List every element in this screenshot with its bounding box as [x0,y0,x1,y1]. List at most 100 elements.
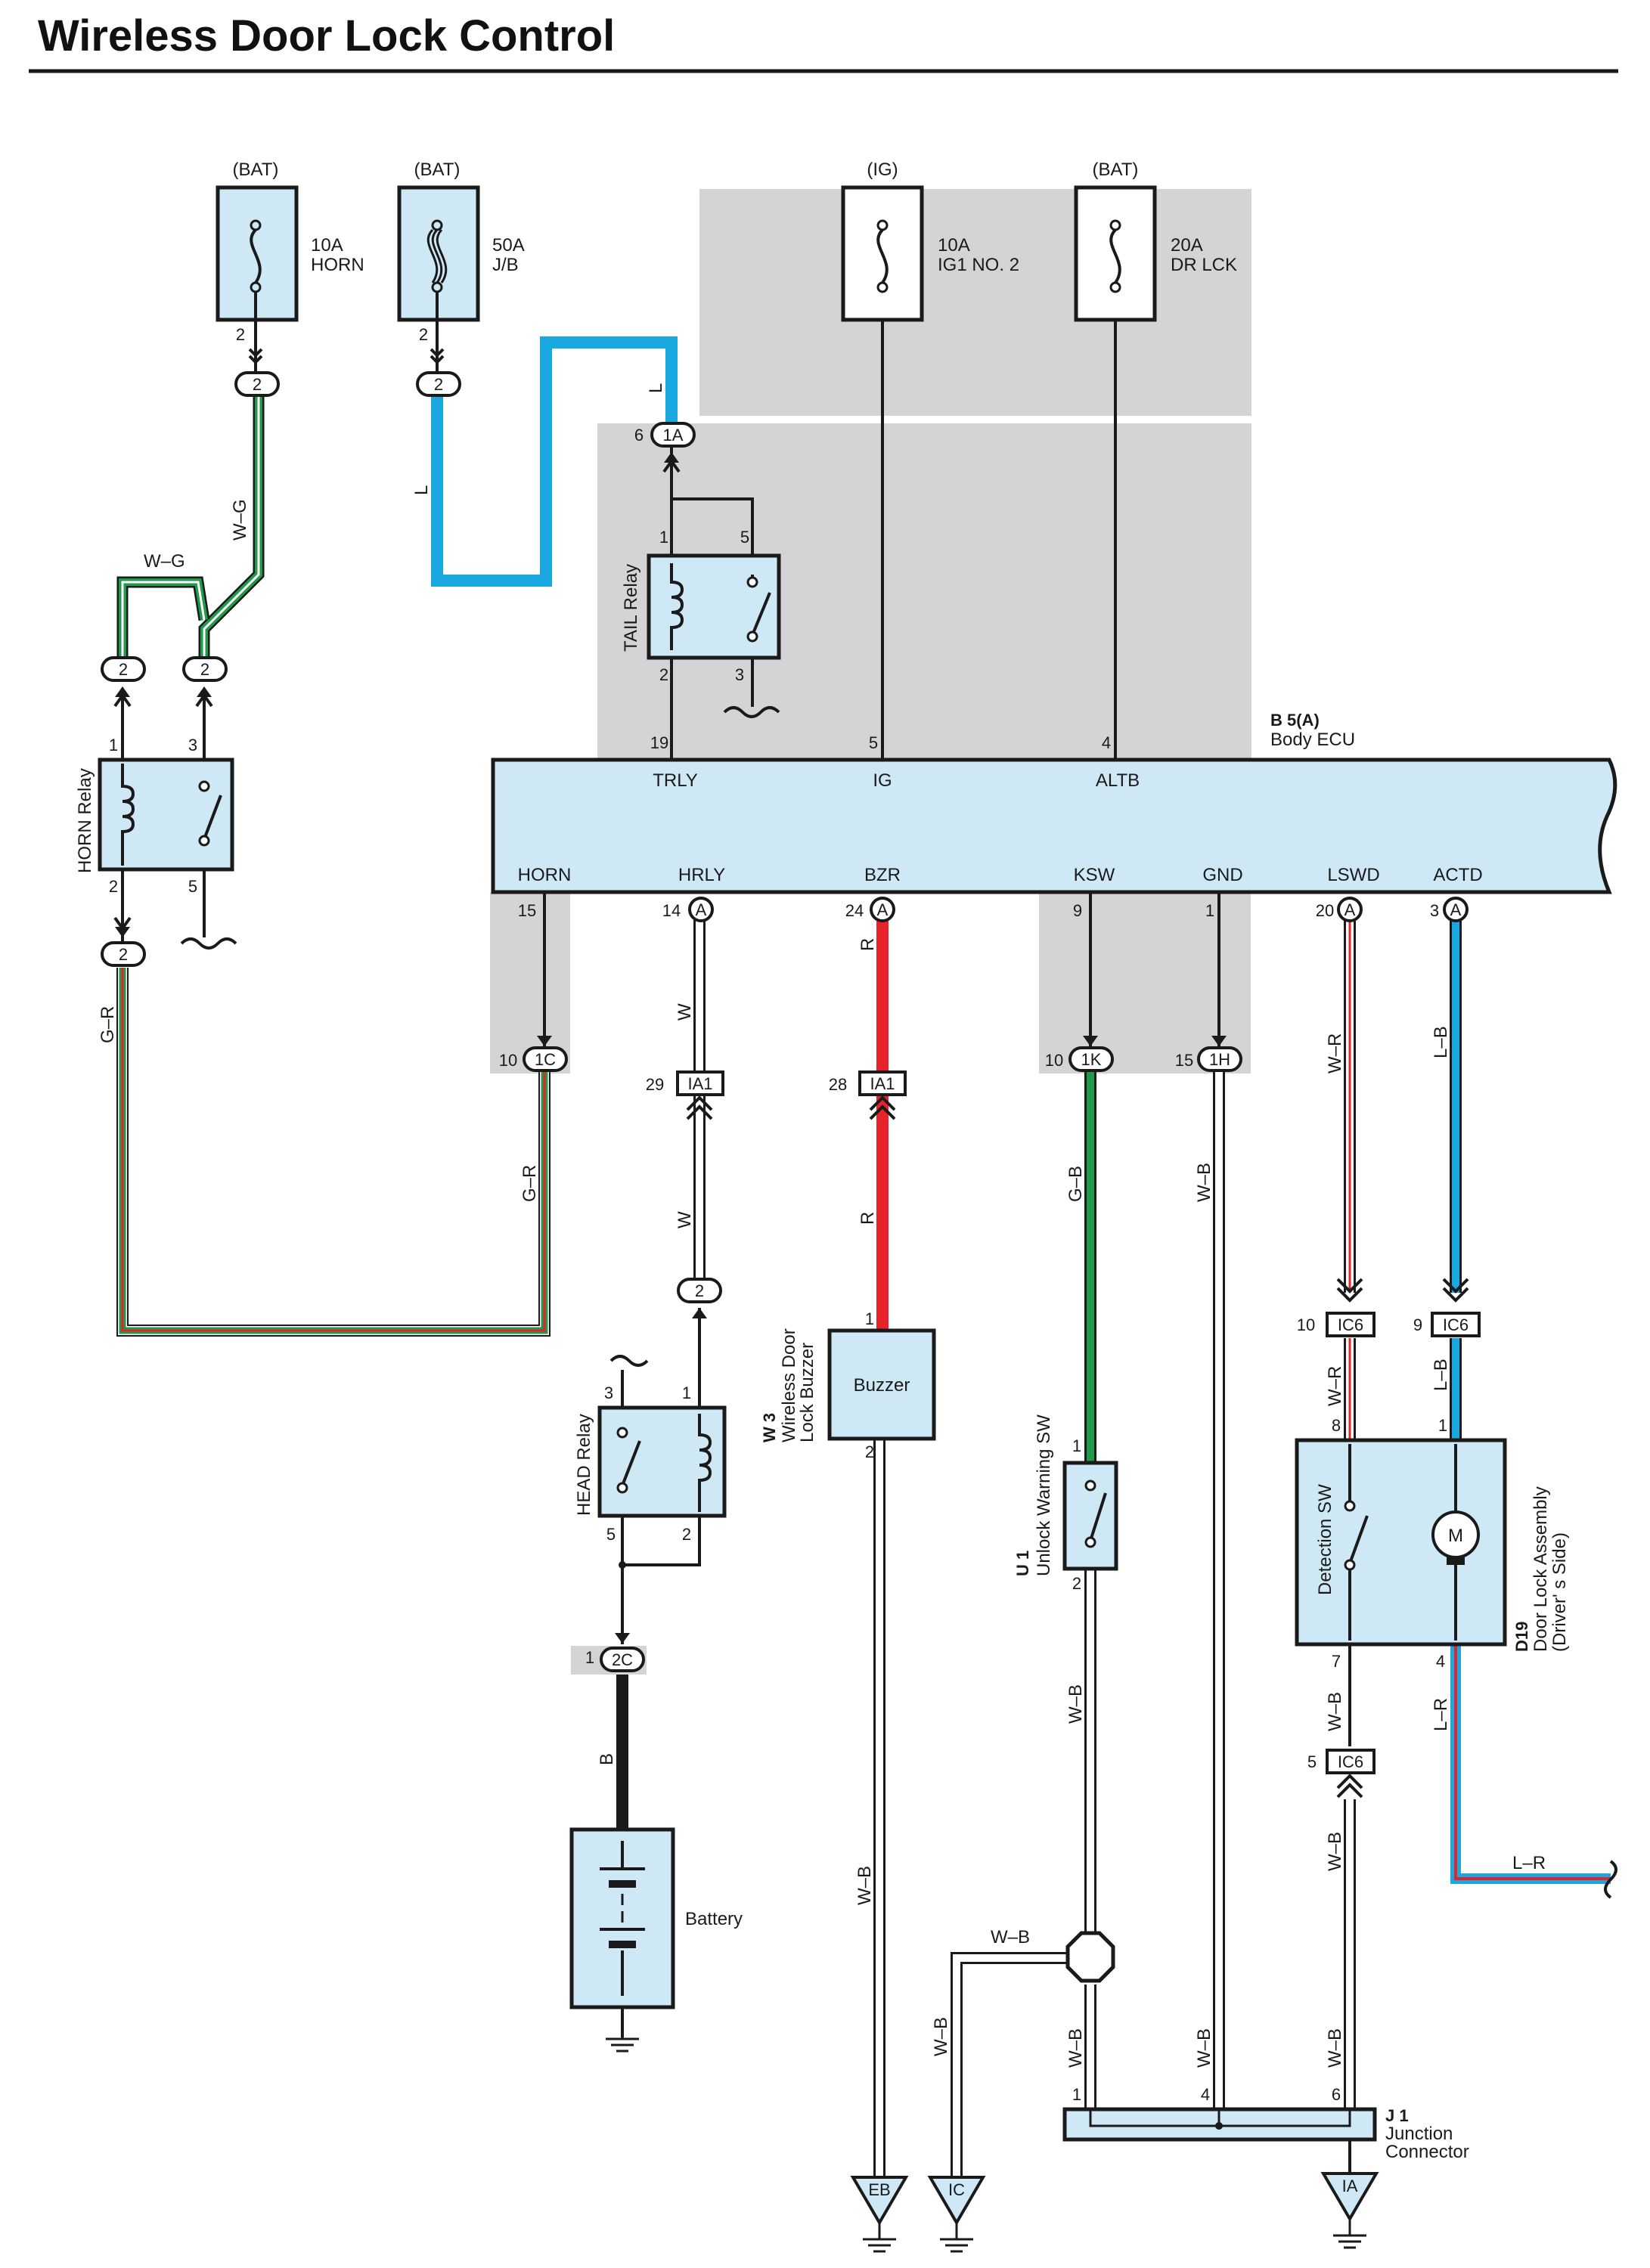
svg-text:3: 3 [1430,901,1439,920]
svg-text:1: 1 [659,528,668,547]
connector-IA1-hrly: 29 IA1 [646,1070,724,1120]
svg-text:(BAT): (BAT) [414,160,461,180]
connector-2-head-relay: 2 [677,1278,722,1318]
svg-text:1: 1 [585,1648,594,1667]
svg-text:(Driver' s Side): (Driver' s Side) [1549,1532,1570,1652]
wire-label-W-2: W [675,1211,695,1228]
svg-text:2: 2 [200,660,209,679]
svg-text:Connector: Connector [1385,2142,1469,2162]
svg-text:2: 2 [236,325,245,344]
wire-label-L-R-1: L–R [1431,1698,1451,1731]
wire-label-W-B-ic: W–B [931,2017,951,2056]
svg-text:GND: GND [1202,865,1242,885]
svg-text:4: 4 [1436,1652,1445,1671]
svg-text:5: 5 [1307,1752,1317,1771]
connector-1H: 15 1H [1175,1036,1242,1072]
wire-label-W-B-lower: W–B [1325,1832,1345,1871]
svg-text:J 1: J 1 [1385,2106,1409,2125]
svg-text:6: 6 [1332,2085,1341,2104]
wire-label-W-R-1: W–R [1325,1033,1345,1074]
unlock-warning-sw: 1 2 U 1 Unlock Warning SW [1013,1414,1118,1593]
svg-text:3: 3 [188,736,197,754]
svg-text:1: 1 [1205,901,1214,920]
svg-text:1: 1 [1438,1416,1447,1435]
splice-point [1065,1931,1115,1983]
svg-text:5: 5 [606,1525,616,1544]
svg-text:Wireless Door: Wireless Door [779,1328,799,1442]
wire-G-R [116,892,551,1337]
svg-text:2: 2 [434,375,443,394]
svg-text:A: A [1450,900,1462,919]
wire-label-W-B-gnd: W–B [1194,1163,1214,1202]
svg-text:9: 9 [1413,1315,1422,1334]
svg-text:4: 4 [1102,733,1111,752]
svg-text:1H: 1H [1209,1050,1230,1069]
connector-2-horn-relay-1: 2 [101,656,146,708]
svg-text:IC6: IC6 [1338,1315,1363,1334]
wire-label-W-G-1: W–G [230,499,250,541]
ecu-connector-A-actd: A [1443,897,1469,922]
svg-text:2: 2 [1072,1574,1081,1593]
svg-text:20: 20 [1316,901,1334,920]
svg-text:15: 15 [518,901,536,920]
svg-text:Unlock Warning SW: Unlock Warning SW [1034,1414,1054,1576]
svg-text:A: A [696,900,707,919]
buzzer: 1 Buzzer 2 W 3 Wireless Door Lock Buzzer [760,1309,936,1461]
ecu-connector-A-lswd: A [1337,897,1363,922]
svg-text:IC6: IC6 [1338,1752,1363,1771]
svg-text:10: 10 [1297,1315,1315,1334]
svg-text:IA: IA [1342,2177,1358,2195]
svg-text:ACTD: ACTD [1433,865,1482,885]
ecu-connector-A-hrly: A [688,897,714,922]
connector-IC6-lower: 5 IC6 [1307,1749,1376,1799]
svg-text:10A: 10A [938,235,970,256]
svg-text:IC: IC [948,2180,965,2199]
svg-text:1C: 1C [535,1050,556,1069]
svg-text:TRLY: TRLY [653,770,698,791]
ground-IC: IC [927,2176,986,2253]
connector-2-jb: 2 2 [416,325,461,397]
svg-text:1K: 1K [1081,1050,1102,1069]
svg-text:Lock Buzzer: Lock Buzzer [797,1343,817,1442]
svg-text:10: 10 [499,1051,517,1070]
door-lock-assembly: 8 1 Detection SW M 7 4 D19 Door Lock Ass… [1295,1416,1570,1671]
tail-relay: 1 5 2 3 TAIL Relay [621,528,781,684]
svg-text:1: 1 [1072,1436,1081,1455]
connector-2-horn-fuse: 2 2 [234,325,280,397]
shaded-areas [490,189,1251,1675]
connector-1K: 10 1K [1045,1036,1114,1072]
svg-text:LSWD: LSWD [1327,865,1379,885]
svg-text:BZR: BZR [864,865,901,885]
connector-2-horn-relay-2: 2 [182,656,228,708]
svg-text:10A: 10A [311,235,343,256]
svg-text:IA1: IA1 [870,1074,895,1093]
svg-text:2: 2 [109,877,118,896]
wire-label-G-R-2: G–R [520,1165,540,1202]
page-title: Wireless Door Lock Control [38,11,616,60]
svg-text:2C: 2C [612,1650,633,1669]
wire-label-L-1: L [411,485,432,495]
svg-text:2: 2 [865,1442,874,1461]
wire-label-L-R-2: L–R [1512,1853,1546,1873]
wire-horn-feed [116,319,265,669]
svg-text:10: 10 [1045,1051,1063,1070]
wire-label-G-B: G–B [1065,1166,1086,1202]
svg-text:4: 4 [1201,2085,1210,2104]
svg-text:8: 8 [1332,1416,1341,1435]
svg-text:24: 24 [845,901,864,920]
svg-text:HEAD Relay: HEAD Relay [574,1414,594,1516]
wire-label-B: B [597,1753,617,1765]
svg-text:J/B: J/B [492,255,519,275]
svg-text:(BAT): (BAT) [1093,160,1139,180]
junction-connector: 1 4 6 J 1 Junction Connector [1062,2085,1469,2162]
svg-text:W 3: W 3 [760,1413,779,1442]
svg-text:5: 5 [869,733,878,752]
svg-text:28: 28 [829,1075,847,1094]
wire-label-L-B-2: L–B [1431,1359,1451,1391]
svg-text:5: 5 [188,877,197,896]
wire-label-W-B-usw: W–B [1065,1684,1086,1724]
connector-IA1-bzr: 28 IA1 [829,1070,907,1120]
svg-text:20A: 20A [1171,235,1203,256]
svg-text:TAIL Relay: TAIL Relay [621,564,641,652]
wire-label-W-B-bzr: W–B [854,1866,875,1905]
